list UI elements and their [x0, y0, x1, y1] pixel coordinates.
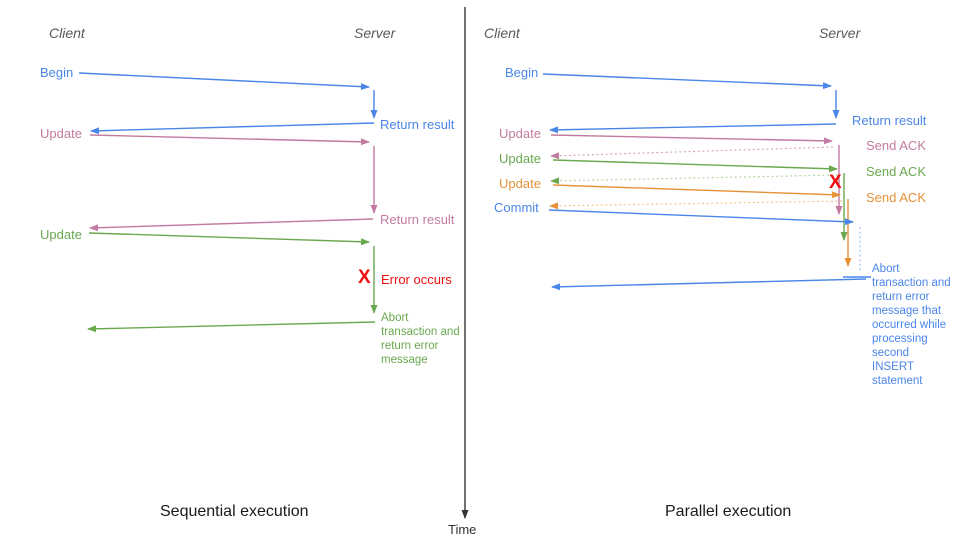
par-server-header: Server: [819, 25, 861, 41]
par-update-1-label: Update: [499, 126, 541, 141]
seq-return-result-1-label: Return result: [380, 117, 455, 132]
par-caption: Parallel execution: [665, 503, 792, 520]
par-return-result-label: Return result: [852, 113, 927, 128]
par-begin-label: Begin: [505, 65, 539, 80]
par-update-3-label: Update: [499, 176, 541, 191]
par-update-1-arrow: [550, 134, 833, 145]
par-client-header: Client: [484, 25, 520, 41]
par-send-ack-1-arrow: [550, 146, 834, 160]
par-update-2-arrow: [552, 159, 838, 173]
par-abort-arrow: [551, 278, 867, 291]
seq-return-result-1-arrow: [90, 122, 375, 135]
seq-error-x-icon: X: [358, 267, 371, 288]
par-send-ack-2-arrow: [550, 174, 839, 185]
seq-server-header: Server: [354, 25, 396, 41]
par-commit-arrow: [548, 209, 854, 226]
seq-update-2-arrow: [88, 232, 370, 246]
par-return-result-arrow: [549, 123, 837, 134]
seq-return-result-2-arrow: [89, 218, 374, 232]
seq-begin-label: Begin: [40, 65, 74, 80]
seq-abort-arrow: [87, 321, 376, 333]
par-commit-label: Commit: [494, 200, 539, 215]
seq-abort-message: Abort transaction and return error messa…: [381, 312, 460, 366]
seq-update-1-label: Update: [40, 126, 82, 141]
par-abort-message: Abort transaction and return error messa…: [872, 263, 951, 387]
par-update-2-label: Update: [499, 151, 541, 166]
par-send-ack-3-label: Send ACK: [866, 190, 926, 205]
seq-error-label: Error occurs: [381, 272, 452, 287]
par-send-ack-3-arrow: [549, 200, 843, 210]
seq-caption: Sequential execution: [160, 503, 309, 520]
seq-return-result-2-label: Return result: [380, 212, 455, 227]
par-update-3-arrow: [552, 184, 841, 199]
seq-client-header: Client: [49, 25, 85, 41]
par-error-x-icon: X: [829, 172, 842, 193]
seq-update-2-label: Update: [40, 227, 82, 242]
time-axis-label: Time: [448, 522, 477, 537]
par-begin-arrow: [542, 73, 832, 90]
par-send-ack-2-label: Send ACK: [866, 164, 926, 179]
par-send-ack-1-label: Send ACK: [866, 138, 926, 153]
seq-update-1-arrow: [89, 134, 370, 146]
seq-begin-arrow: [78, 72, 370, 91]
